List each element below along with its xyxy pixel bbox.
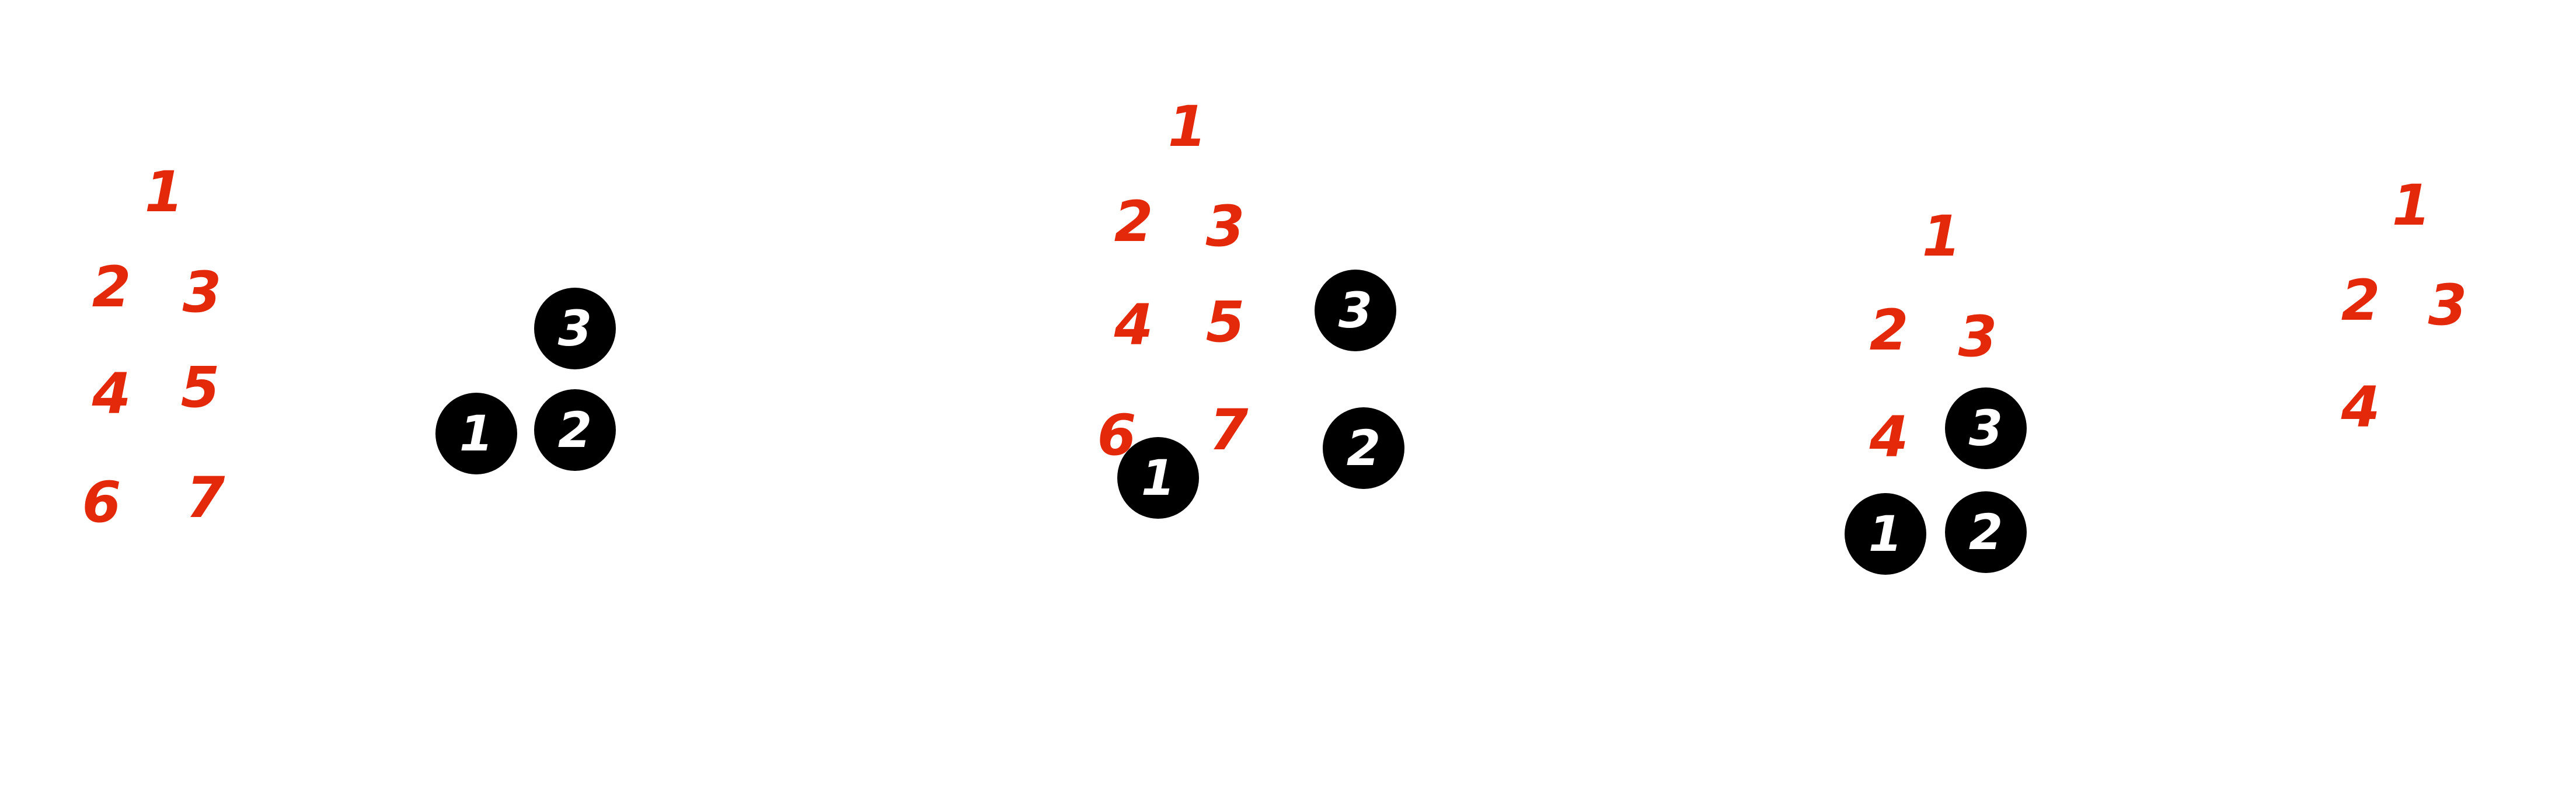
red-label: 1 [1922,204,1961,269]
red-label: 1 [144,159,184,225]
red-label: 3 [1205,194,1245,259]
black-node: 3 [534,288,616,369]
red-label: 4 [92,361,131,427]
black-node: 1 [435,393,517,474]
black-node: 2 [534,389,616,471]
black-node: 1 [1117,437,1199,519]
red-label: 7 [1209,397,1249,463]
red-label: 5 [180,355,220,420]
node-number: 2 [557,401,592,459]
red-label: 5 [1205,289,1245,355]
red-label: 2 [1869,298,1909,363]
black-node: 3 [1945,387,2027,469]
red-label: 2 [1114,189,1153,254]
red-label: 4 [1869,404,1909,470]
red-label: 2 [92,254,131,320]
node-number: 3 [1338,282,1373,339]
red-label: 1 [2392,173,2431,238]
black-node: 1 [1845,493,1926,575]
red-label: 1 [1167,94,1207,159]
red-label: 7 [186,465,225,530]
red-label: 4 [2341,375,2380,440]
node-number: 2 [1346,420,1381,477]
red-label: 3 [1958,304,1998,369]
red-label: 6 [82,470,121,535]
red-label: 3 [2428,273,2467,338]
node-number: 3 [1968,400,2003,457]
node-number: 1 [459,405,494,462]
black-node: 2 [1323,407,1404,489]
black-node: 3 [1315,270,1396,351]
node-number: 2 [1968,504,2003,561]
red-label: 3 [182,260,222,325]
black-node: 2 [1945,491,2027,573]
node-number: 1 [1141,449,1176,506]
red-label: 4 [1114,292,1153,358]
node-number: 3 [557,300,592,357]
node-number: 1 [1868,505,1903,563]
red-label: 2 [2341,268,2380,333]
